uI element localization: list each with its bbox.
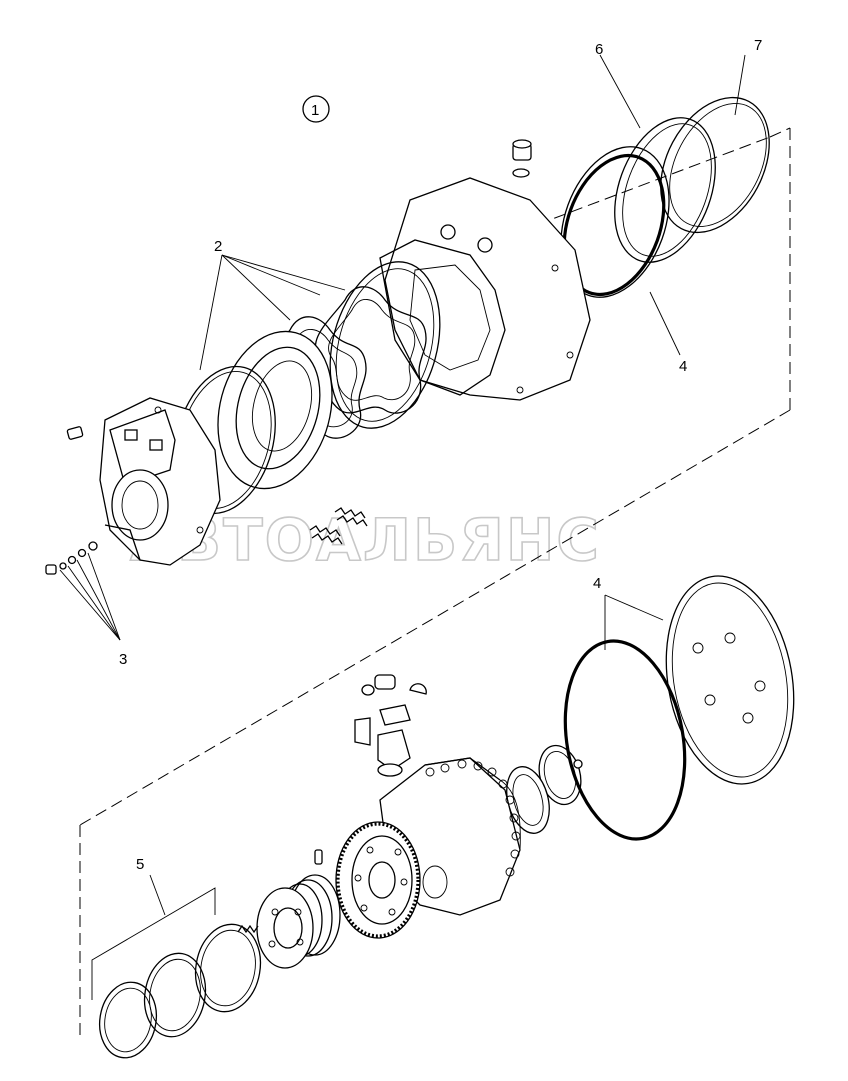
bracket-5 <box>91 874 216 1000</box>
valve-parts-3 <box>45 541 98 575</box>
callout-1-label: 1 <box>311 102 319 119</box>
small-key <box>314 849 323 865</box>
callout-6-label: 6 <box>595 41 603 58</box>
callout-1: 1 <box>302 95 330 123</box>
bolt <box>66 426 84 440</box>
leader-lines-lower <box>604 594 664 650</box>
seal-ring-4-upper <box>560 146 670 298</box>
breather-plug <box>512 139 532 178</box>
bearing-set-5 <box>98 923 262 1059</box>
upper-assembly-frame <box>79 127 791 1040</box>
callout-5-label: 5 <box>136 856 144 873</box>
callout-4-upper-label: 4 <box>679 358 687 375</box>
brake-pack <box>256 874 341 969</box>
snap-ring-7 <box>660 96 770 234</box>
callout-4-lower-label: 4 <box>593 575 601 592</box>
callout-7-label: 7 <box>754 37 762 54</box>
leader-lines-upper <box>59 54 746 641</box>
springs <box>309 507 368 545</box>
end-cover <box>99 397 221 566</box>
cover-plate <box>665 575 795 785</box>
motor-housing <box>379 177 591 401</box>
gear-flange <box>335 821 421 939</box>
pins-keys <box>354 674 427 777</box>
callout-3-label: 3 <box>119 651 127 668</box>
snap-ring-lower <box>538 744 583 806</box>
ring-6 <box>614 117 716 263</box>
callout-2-label: 2 <box>214 238 222 255</box>
